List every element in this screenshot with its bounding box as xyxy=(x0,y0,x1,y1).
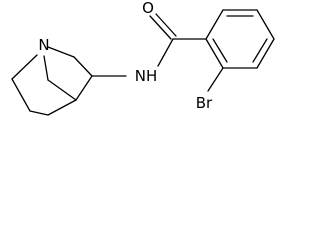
bond-c3-to-ch-bridgehead xyxy=(75,75,93,101)
ring-bond-1 xyxy=(205,9,224,40)
ring-bond-4 xyxy=(256,38,275,69)
amide-linkage xyxy=(91,13,207,77)
ring-inner-double-2 xyxy=(252,38,268,63)
bond-ch2-left-to-ch2-bottom xyxy=(11,78,31,112)
bond-ch2-to-c3 xyxy=(73,56,93,77)
quinuclidine-cage xyxy=(11,46,93,116)
bond-ring-to-br xyxy=(207,67,224,92)
ring-bond-3 xyxy=(256,9,275,40)
carbonyl-double-bond-2 xyxy=(155,13,177,37)
bond-n-to-ch2-back xyxy=(43,55,49,81)
ring-bond-6 xyxy=(205,38,224,69)
bond-nh-to-carbonyl-c xyxy=(157,38,174,67)
bond-ch2-back-to-bridgehead xyxy=(47,79,77,101)
ring-inner-double-3 xyxy=(212,38,228,63)
benzene-ring xyxy=(205,9,275,92)
carbonyl-double-bond-1 xyxy=(149,15,172,40)
bond-n-to-ch2-right xyxy=(47,46,75,58)
structure-diagram: N NH O Br xyxy=(11,0,275,116)
bond-n-to-ch2-left xyxy=(11,54,38,80)
atom-label-o: O xyxy=(142,0,154,17)
atom-label-n: N xyxy=(38,36,49,54)
atom-label-nh: NH xyxy=(135,67,158,85)
bond-bridgehead-to-ch2-lower xyxy=(47,99,77,116)
bond-ch2-bottom-to-ch2-lower xyxy=(29,110,49,116)
atom-label-br: Br xyxy=(196,94,213,112)
